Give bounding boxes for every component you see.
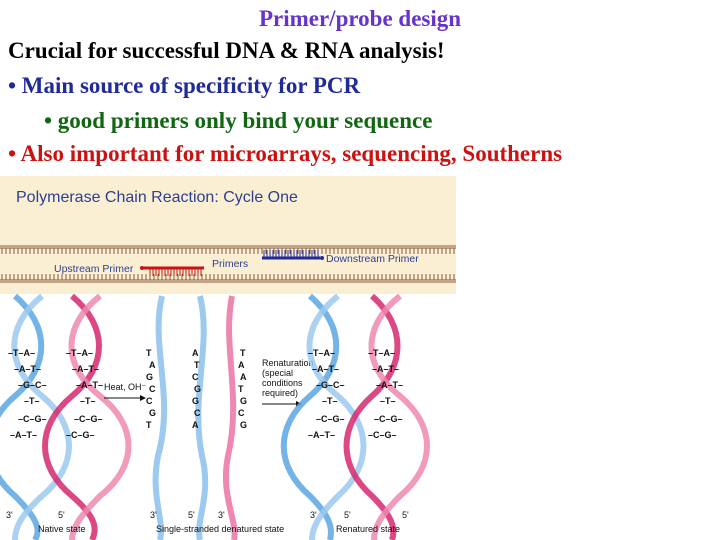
svg-text:–C–G–: –C–G–	[316, 414, 345, 424]
base-letter: G	[240, 420, 247, 430]
svg-text:–G–C–: –G–C–	[316, 380, 345, 390]
svg-text:–A–T–: –A–T–	[376, 380, 403, 390]
single-strand-mid	[195, 295, 209, 540]
base-letter: T	[146, 420, 152, 430]
renatured-base-pairs-blue: –T–A– –A–T– –G–C– –T– –C–G– –A–T–	[308, 348, 345, 440]
svg-text:–A–T–: –A–T–	[372, 364, 399, 374]
svg-text:–A–T–: –A–T–	[72, 364, 99, 374]
svg-text:3': 3'	[310, 510, 317, 520]
svg-text:3': 3'	[218, 510, 225, 520]
native-base-pairs-left: –T–A– –A–T– –G–C– –T– –C–G– –A–T–	[8, 348, 47, 440]
renatured-helix-pink	[343, 293, 430, 540]
svg-text:–A–T–: –A–T–	[308, 430, 335, 440]
bullet-other-uses: • Also important for microarrays, sequen…	[8, 141, 563, 166]
base-letter: C	[192, 372, 199, 382]
renaturation-label-3: conditions	[262, 378, 303, 388]
svg-text:–T–A–: –T–A–	[368, 348, 395, 358]
base-letter: A	[192, 348, 199, 358]
base-letter: G	[149, 408, 156, 418]
single-strand-left	[152, 295, 168, 540]
base-letter: T	[240, 348, 246, 358]
upstream-primer	[140, 266, 204, 276]
dna-band	[0, 245, 456, 283]
svg-text:–A–T–: –A–T–	[10, 430, 37, 440]
primers-label: Primers	[212, 258, 248, 270]
svg-text:–C–G–: –C–G–	[374, 414, 403, 424]
sub-bullet-primers: • good primers only bind your sequence	[44, 108, 433, 133]
single-strand-right	[222, 295, 238, 540]
single-stranded-state-label: Single-stranded denatured state	[156, 524, 284, 534]
native-state-helix-blue	[0, 293, 72, 540]
base-letter: C	[194, 408, 201, 418]
heat-label: Heat, OH⁻	[104, 382, 147, 392]
renatured-helix-blue	[280, 293, 367, 540]
upstream-primer-label: Upstream Primer	[54, 263, 134, 275]
base-letter: T	[238, 384, 244, 394]
native-state-label: Native state	[38, 524, 86, 534]
svg-text:–T–: –T–	[322, 396, 338, 406]
svg-text:–C–G–: –C–G–	[66, 430, 95, 440]
downstream-primer-label: Downstream Primer	[326, 253, 419, 265]
base-letter: C	[146, 396, 153, 406]
svg-text:5': 5'	[402, 510, 409, 520]
svg-text:–A–T–: –A–T–	[14, 364, 41, 374]
base-letter: G	[146, 372, 153, 382]
base-letter: T	[194, 360, 200, 370]
renatured-base-pairs-pink: –T–A– –A–T– –A–T– –T– –C–G– –C–G–	[368, 348, 403, 440]
svg-text:–G–C–: –G–C–	[18, 380, 47, 390]
intro-line: Crucial for successful DNA & RNA analysi…	[8, 38, 445, 63]
base-letter: C	[149, 384, 156, 394]
renaturation-label-1: Renaturation	[262, 358, 314, 368]
figure-title: Polymerase Chain Reaction: Cycle One	[16, 189, 298, 206]
svg-text:–C–G–: –C–G–	[74, 414, 103, 424]
native-state-helix-pink	[42, 293, 132, 540]
svg-text:–A–T–: –A–T–	[76, 380, 103, 390]
figure-header-panel	[0, 176, 456, 294]
native-base-pairs-pink: –T–A– –A–T– –A–T– –T– –C–G– –C–G–	[66, 348, 103, 440]
svg-text:5': 5'	[188, 510, 195, 520]
svg-text:–A–T–: –A–T–	[312, 364, 339, 374]
svg-text:3': 3'	[6, 510, 13, 520]
svg-text:–T–: –T–	[24, 396, 40, 406]
renatured-state-label: Renatured state	[336, 524, 400, 534]
base-letter: A	[240, 372, 247, 382]
svg-text:–T–A–: –T–A–	[66, 348, 93, 358]
svg-text:–T–: –T–	[80, 396, 96, 406]
svg-text:5': 5'	[344, 510, 351, 520]
svg-text:–C–G–: –C–G–	[18, 414, 47, 424]
base-letter: C	[238, 408, 245, 418]
base-letter: G	[240, 396, 247, 406]
base-letter: G	[192, 396, 199, 406]
svg-text:–C–G–: –C–G–	[368, 430, 397, 440]
downstream-primer	[262, 250, 324, 260]
base-letter: A	[192, 420, 199, 430]
renaturation-label-4: required)	[262, 388, 298, 398]
svg-text:–T–: –T–	[380, 396, 396, 406]
slide-title: Primer/probe design	[258, 6, 462, 31]
svg-text:5': 5'	[58, 510, 65, 520]
svg-text:3': 3'	[150, 510, 157, 520]
svg-text:–T–A–: –T–A–	[8, 348, 35, 358]
pcr-figure: Polymerase Chain Reaction: Cycle One Dow…	[0, 176, 456, 540]
base-letter: T	[146, 348, 152, 358]
base-letter: G	[194, 384, 201, 394]
bullet-specificity: • Main source of specificity for PCR	[8, 73, 361, 98]
base-letter: A	[149, 360, 156, 370]
base-letter: A	[238, 360, 245, 370]
renaturation-label-2: (special	[262, 368, 293, 378]
svg-text:–T–A–: –T–A–	[308, 348, 335, 358]
strand-end-labels: 3' 5' 3' 5' 3' 3' 5' 5'	[6, 510, 409, 520]
